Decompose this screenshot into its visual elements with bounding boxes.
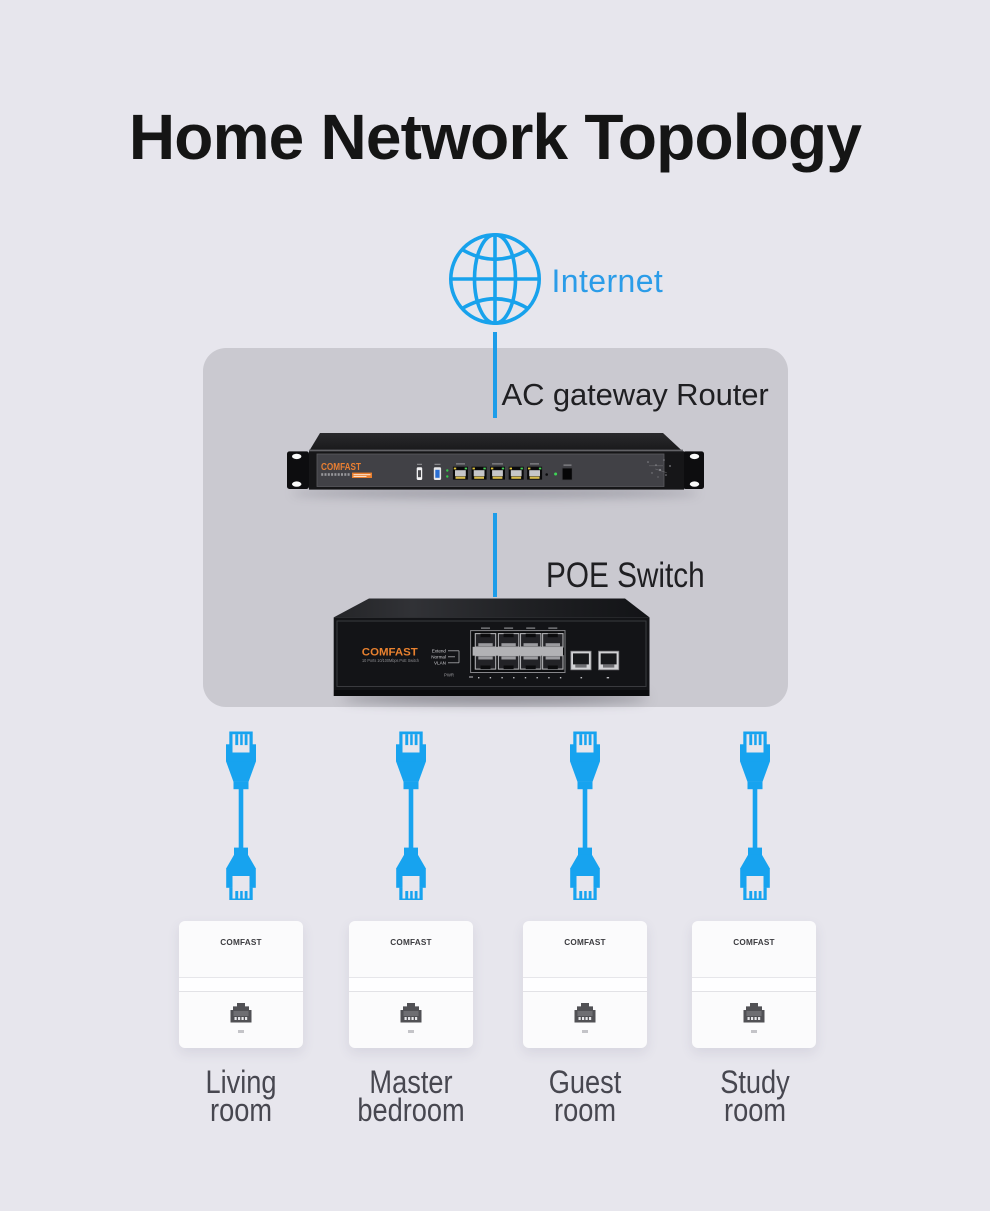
svg-text:10 Ports 10/100Mbps PoE Switch: 10 Ports 10/100Mbps PoE Switch [362, 658, 420, 663]
svg-text:PWR: PWR [444, 673, 454, 678]
svg-text:VLAN: VLAN [434, 661, 446, 666]
svg-text:Extend: Extend [432, 649, 447, 654]
svg-text:COMFAST: COMFAST [321, 462, 361, 473]
svg-text:COMFAST: COMFAST [362, 646, 418, 658]
svg-text:Normal: Normal [431, 655, 446, 660]
